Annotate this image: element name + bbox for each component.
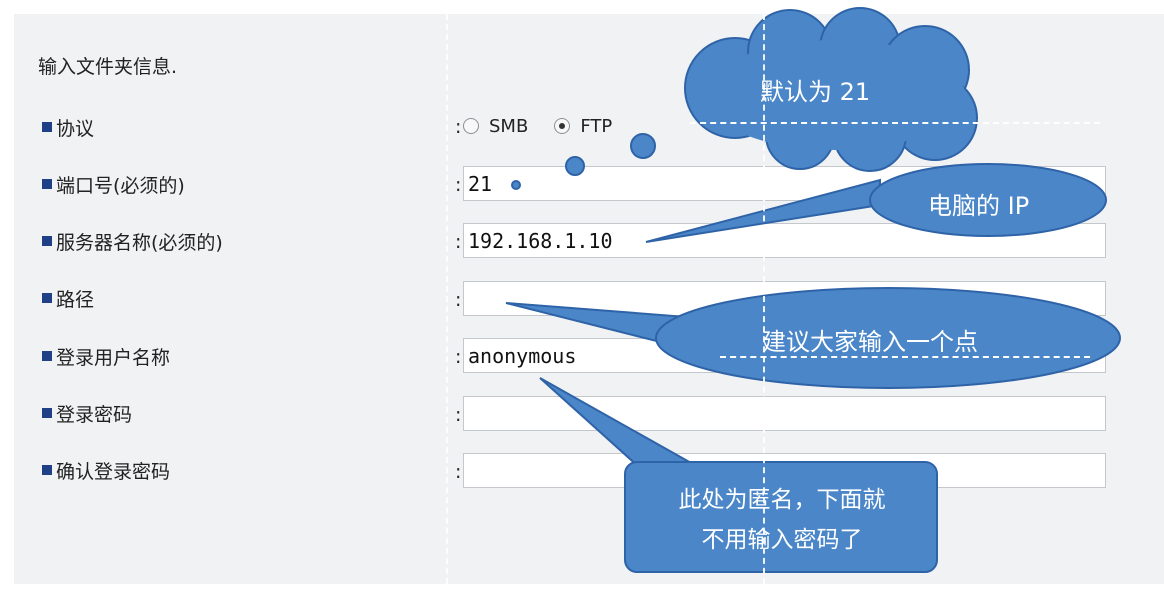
bullet-icon (42, 236, 52, 246)
colon: : (455, 461, 462, 483)
form-heading: 输入文件夹信息. (38, 56, 178, 78)
colon: : (455, 289, 462, 311)
guide-line (720, 356, 1090, 358)
colon: : (455, 404, 462, 426)
radio-unchecked-icon (463, 118, 479, 134)
anonymous-note-line-2: 不用输入密码了 (701, 527, 863, 553)
confirm-password-label-row: 确认登录密码 (42, 456, 170, 484)
protocol-smb-label: SMB (489, 115, 529, 137)
default-port-callout-text: 默认为 21 (760, 78, 871, 106)
guide-line (690, 122, 1100, 124)
server-label: 服务器名称(必须的) (56, 231, 223, 254)
confirm-password-label: 确认登录密码 (56, 460, 171, 483)
password-label-row: 登录密码 (42, 399, 132, 427)
path-callout (505, 287, 1121, 389)
colon: : (455, 116, 462, 138)
protocol-label-row: 协议 (42, 113, 94, 141)
server-input[interactable] (463, 223, 1106, 258)
radio-checked-icon (554, 118, 571, 134)
username-label: 登录用户名称 (56, 346, 171, 369)
bullet-icon (42, 351, 52, 361)
bullet-icon (42, 408, 52, 418)
anonymous-note-line-1: 此处为匿名，下面就 (678, 487, 886, 513)
cloud-callout (511, 7, 978, 190)
protocol-label: 协议 (56, 117, 95, 140)
bullet-icon (42, 465, 52, 475)
colon: : (455, 231, 462, 253)
port-label-row: 端口号(必须的) (42, 170, 185, 198)
colon: : (455, 346, 462, 368)
anonymous-note-callout (539, 377, 938, 573)
protocol-ftp-radio[interactable]: FTP (554, 116, 612, 137)
computer-ip-callout-text: 电脑的 IP (928, 192, 1030, 220)
bullet-icon (42, 179, 52, 189)
colon: : (455, 174, 462, 196)
ip-callout (645, 163, 1107, 243)
server-label-row: 服务器名称(必须的) (42, 227, 223, 255)
anonymous-note-text: 此处为匿名，下面就 不用输入密码了 (626, 480, 938, 560)
bullet-icon (42, 122, 52, 132)
path-label-row: 路径 (42, 284, 94, 312)
guide-line (763, 14, 765, 584)
username-label-row: 登录用户名称 (42, 342, 170, 370)
guide-line (446, 14, 448, 584)
path-label: 路径 (56, 288, 95, 311)
bullet-icon (42, 293, 52, 303)
protocol-smb-radio[interactable]: SMB (463, 116, 528, 137)
password-label: 登录密码 (56, 403, 133, 426)
path-tip-callout-text: 建议大家输入一个点 (762, 328, 978, 356)
port-label: 端口号(必须的) (56, 174, 185, 197)
protocol-radio-group: SMB FTP (463, 112, 638, 140)
protocol-ftp-label: FTP (580, 115, 613, 137)
